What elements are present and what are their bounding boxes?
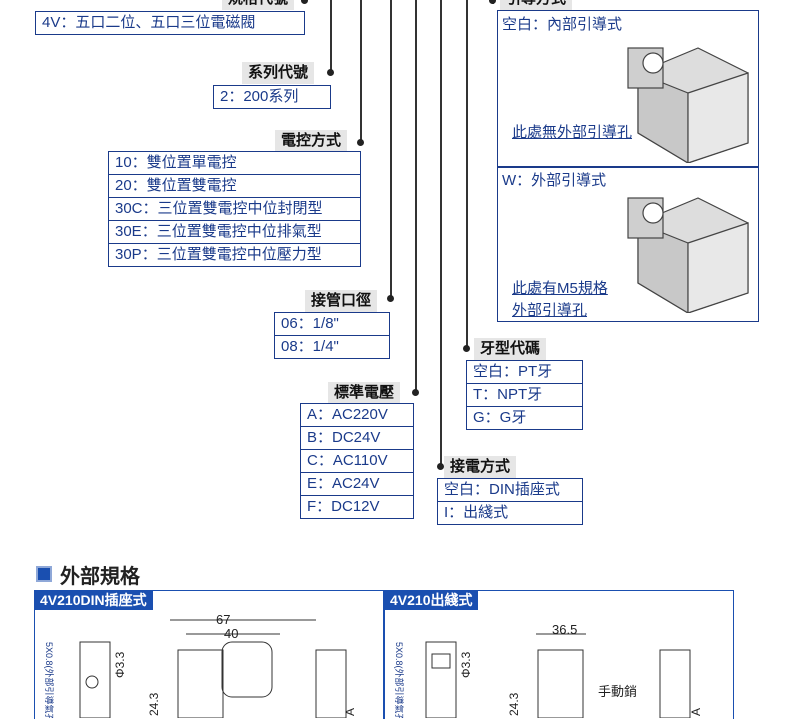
thread-row: 空白：PT牙 bbox=[467, 361, 582, 384]
thread-row: T：NPT牙 bbox=[467, 384, 582, 407]
voltage-row: B：DC24V bbox=[301, 427, 413, 450]
port-row: 08：1/4" bbox=[281, 338, 339, 355]
drawing-panel-right bbox=[384, 590, 734, 719]
voltage-row: C：AC110V bbox=[301, 450, 413, 473]
dim-36-5: 36.5 bbox=[552, 622, 577, 637]
connector-dot bbox=[437, 463, 444, 470]
technical-drawing-right: 36.5 5X0.8(外部引導氣孔) Φ3.3 24.3 手動銷 A bbox=[394, 622, 703, 718]
dim-40: 40 bbox=[224, 626, 238, 641]
side-label-right: 5X0.8(外部引導氣孔) bbox=[394, 642, 405, 718]
a-right: A bbox=[689, 708, 703, 716]
drawing-panel-left bbox=[34, 590, 384, 719]
series-code-label: 系列代號 bbox=[242, 62, 315, 84]
dia-left: Φ3.3 bbox=[113, 651, 127, 678]
h-right: 24.3 bbox=[507, 692, 521, 716]
valve-external-image bbox=[627, 197, 749, 313]
control-row: 20：雙位置雙電控 bbox=[109, 175, 360, 198]
port-label: 接管口徑 bbox=[305, 290, 378, 312]
thread-label: 牙型代碼 bbox=[474, 338, 547, 360]
connector-dot bbox=[327, 69, 334, 76]
thread-box: 空白：PT牙 T：NPT牙 G：G牙 bbox=[466, 360, 583, 430]
connector-dot bbox=[463, 345, 470, 352]
pilot-internal-title: 空白：內部引導式 bbox=[502, 16, 623, 33]
wiring-row: 空白：DIN插座式 bbox=[438, 479, 582, 502]
pilot-external-title: W：外部引導式 bbox=[502, 172, 607, 189]
pilot-divider bbox=[498, 166, 758, 168]
voltage-row: F：DC12V bbox=[307, 498, 380, 515]
pilot-external-note2: 外部引導孔 bbox=[512, 302, 588, 319]
connector-dot bbox=[489, 0, 496, 4]
side-label-left: 5X0.8(外部引導氣孔) bbox=[44, 642, 55, 718]
valve-internal-image bbox=[627, 47, 749, 163]
model-code-label: 規格代號 bbox=[222, 0, 295, 10]
pilot-label: 引導方式 bbox=[500, 0, 573, 10]
a-left: A bbox=[343, 708, 357, 716]
section-square-icon bbox=[36, 566, 52, 582]
manual-pin-label: 手動銷 bbox=[598, 684, 637, 699]
pilot-box: 空白：內部引導式 W：外部引導式 此處無外部引導孔 此處有M5規格 外部引導孔 bbox=[497, 10, 759, 322]
pilot-internal-note: 此處無外部引導孔 bbox=[512, 124, 633, 141]
connector-line bbox=[360, 0, 362, 142]
connector-line bbox=[440, 0, 442, 466]
connector-line bbox=[330, 0, 332, 72]
control-box: 10：雙位置單電控 20：雙位置雙電控 30C：三位置雙電控中位封閉型 30E：… bbox=[108, 151, 361, 267]
voltage-label: 標準電壓 bbox=[328, 382, 401, 404]
connector-line bbox=[415, 0, 417, 392]
connector-dot bbox=[387, 295, 394, 302]
drawing-tag-right: 4V210出綫式 bbox=[384, 590, 479, 610]
wiring-row: I：出綫式 bbox=[444, 504, 509, 521]
thread-row: G：G牙 bbox=[473, 409, 527, 426]
wiring-label: 接電方式 bbox=[444, 456, 517, 478]
voltage-row: E：AC24V bbox=[301, 473, 413, 496]
h-left: 24.3 bbox=[147, 692, 161, 716]
connector-line bbox=[390, 0, 392, 298]
model-code-box: 4V：五口二位、五口三位電磁閥 bbox=[35, 11, 305, 35]
control-row: 30E：三位置雙電控中位排氣型 bbox=[109, 221, 360, 244]
voltage-box: A：AC220V B：DC24V C：AC110V E：AC24V F：DC12… bbox=[300, 403, 414, 519]
voltage-row: A：AC220V bbox=[301, 404, 413, 427]
control-label: 電控方式 bbox=[275, 130, 348, 152]
dia-right: Φ3.3 bbox=[459, 651, 473, 678]
drawing-tag-left: 4V210DIN插座式 bbox=[34, 590, 153, 610]
port-row: 06：1/8" bbox=[275, 313, 389, 336]
wiring-box: 空白：DIN插座式 I：出綫式 bbox=[437, 478, 583, 525]
dim-67: 67 bbox=[216, 612, 230, 627]
connector-line bbox=[466, 0, 468, 348]
port-box: 06：1/8" 08：1/4" bbox=[274, 312, 390, 359]
series-code-box: 2：200系列 bbox=[213, 85, 331, 109]
control-row: 30C：三位置雙電控中位封閉型 bbox=[109, 198, 360, 221]
section-title: 外部規格 bbox=[60, 566, 140, 588]
model-code-row: 4V：五口二位、五口三位電磁閥 bbox=[42, 14, 256, 31]
connector-dot bbox=[357, 139, 364, 146]
pilot-external-note1: 此處有M5規格 bbox=[512, 280, 608, 297]
control-row: 30P：三位置雙電控中位壓力型 bbox=[115, 246, 322, 263]
connector-dot bbox=[301, 0, 308, 4]
connector-dot bbox=[412, 389, 419, 396]
control-row: 10：雙位置單電控 bbox=[109, 152, 360, 175]
technical-drawing-left: 67 40 5X0.8(外部引導氣孔) Φ3.3 24.3 A bbox=[44, 612, 357, 718]
series-code-row: 2：200系列 bbox=[220, 88, 299, 105]
